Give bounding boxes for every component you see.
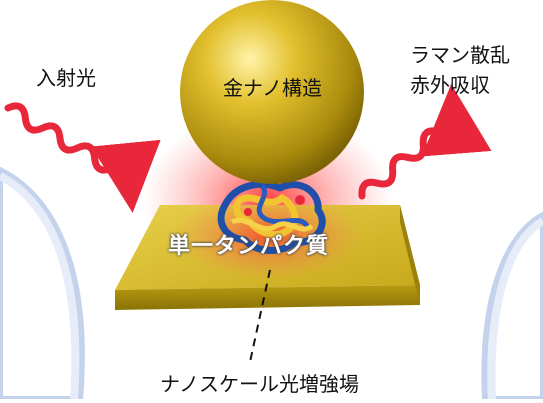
raman-ir-label: ラマン散乱 赤外吸収 — [410, 40, 510, 100]
scattered-wave-arrow — [358, 83, 492, 200]
protein-molecule — [217, 180, 326, 254]
left-side-structure — [0, 166, 85, 402]
incident-wave-arrow — [4, 102, 161, 213]
gold-sphere — [180, 0, 364, 184]
field-pointer-line — [249, 269, 271, 363]
ir-absorption-text: 赤外吸収 — [410, 73, 490, 97]
gold-nanostructure-label: 金ナノ構造 — [223, 76, 322, 100]
single-protein-label: 単一タンパク質 — [168, 234, 330, 259]
nanoscale-field-label: ナノスケール光増強場 — [160, 372, 359, 396]
right-side-structure — [481, 211, 543, 402]
incident-light-label: 入射光 — [36, 66, 96, 90]
raman-scattering-text: ラマン散乱 — [410, 43, 510, 67]
